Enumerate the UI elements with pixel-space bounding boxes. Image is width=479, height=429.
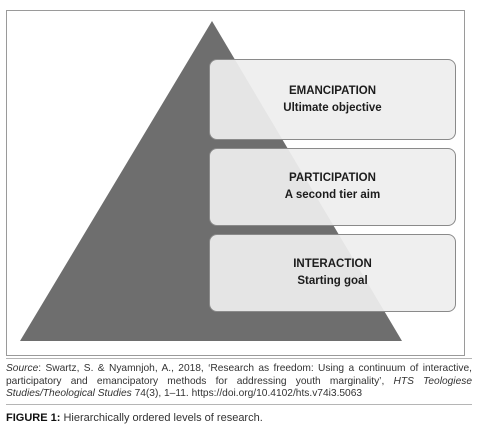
divider bbox=[6, 358, 472, 359]
level-subtitle: Ultimate objective bbox=[283, 101, 382, 114]
level-title: PARTICIPATION bbox=[289, 172, 376, 184]
level-box-emancipation: EMANCIPATION Ultimate objective bbox=[209, 59, 456, 140]
level-box-participation: PARTICIPATION A second tier aim bbox=[209, 148, 456, 226]
caption-area: Source: Swartz, S. & Nyamnjoh, A., 2018,… bbox=[6, 358, 472, 425]
source-text-end: 74(3), 1–11. https://doi.org/10.4102/hts… bbox=[131, 388, 363, 400]
level-box-interaction: INTERACTION Starting goal bbox=[209, 234, 456, 312]
figure-label: FIGURE 1: bbox=[6, 411, 61, 424]
level-title: INTERACTION bbox=[293, 258, 372, 270]
source-journal: HTS Teologiese Studies/Theological Studi… bbox=[6, 375, 472, 400]
diagram-frame: EMANCIPATION Ultimate objective PARTICIP… bbox=[6, 10, 465, 356]
source-citation: Source: Swartz, S. & Nyamnjoh, A., 2018,… bbox=[6, 363, 472, 401]
level-title: EMANCIPATION bbox=[288, 84, 377, 97]
level-subtitle: A second tier aim bbox=[284, 189, 381, 201]
figure-caption-text: Hierarchically ordered levels of researc… bbox=[60, 411, 263, 424]
level-subtitle: Starting goal bbox=[297, 275, 368, 287]
source-text: : Swartz, S. & Nyamnjoh, A., 2018, ‘Rese… bbox=[6, 363, 472, 387]
divider bbox=[6, 403, 472, 405]
source-label: Source bbox=[6, 363, 39, 374]
figure-caption: FIGURE 1: Hierarchically ordered levels … bbox=[6, 411, 472, 425]
